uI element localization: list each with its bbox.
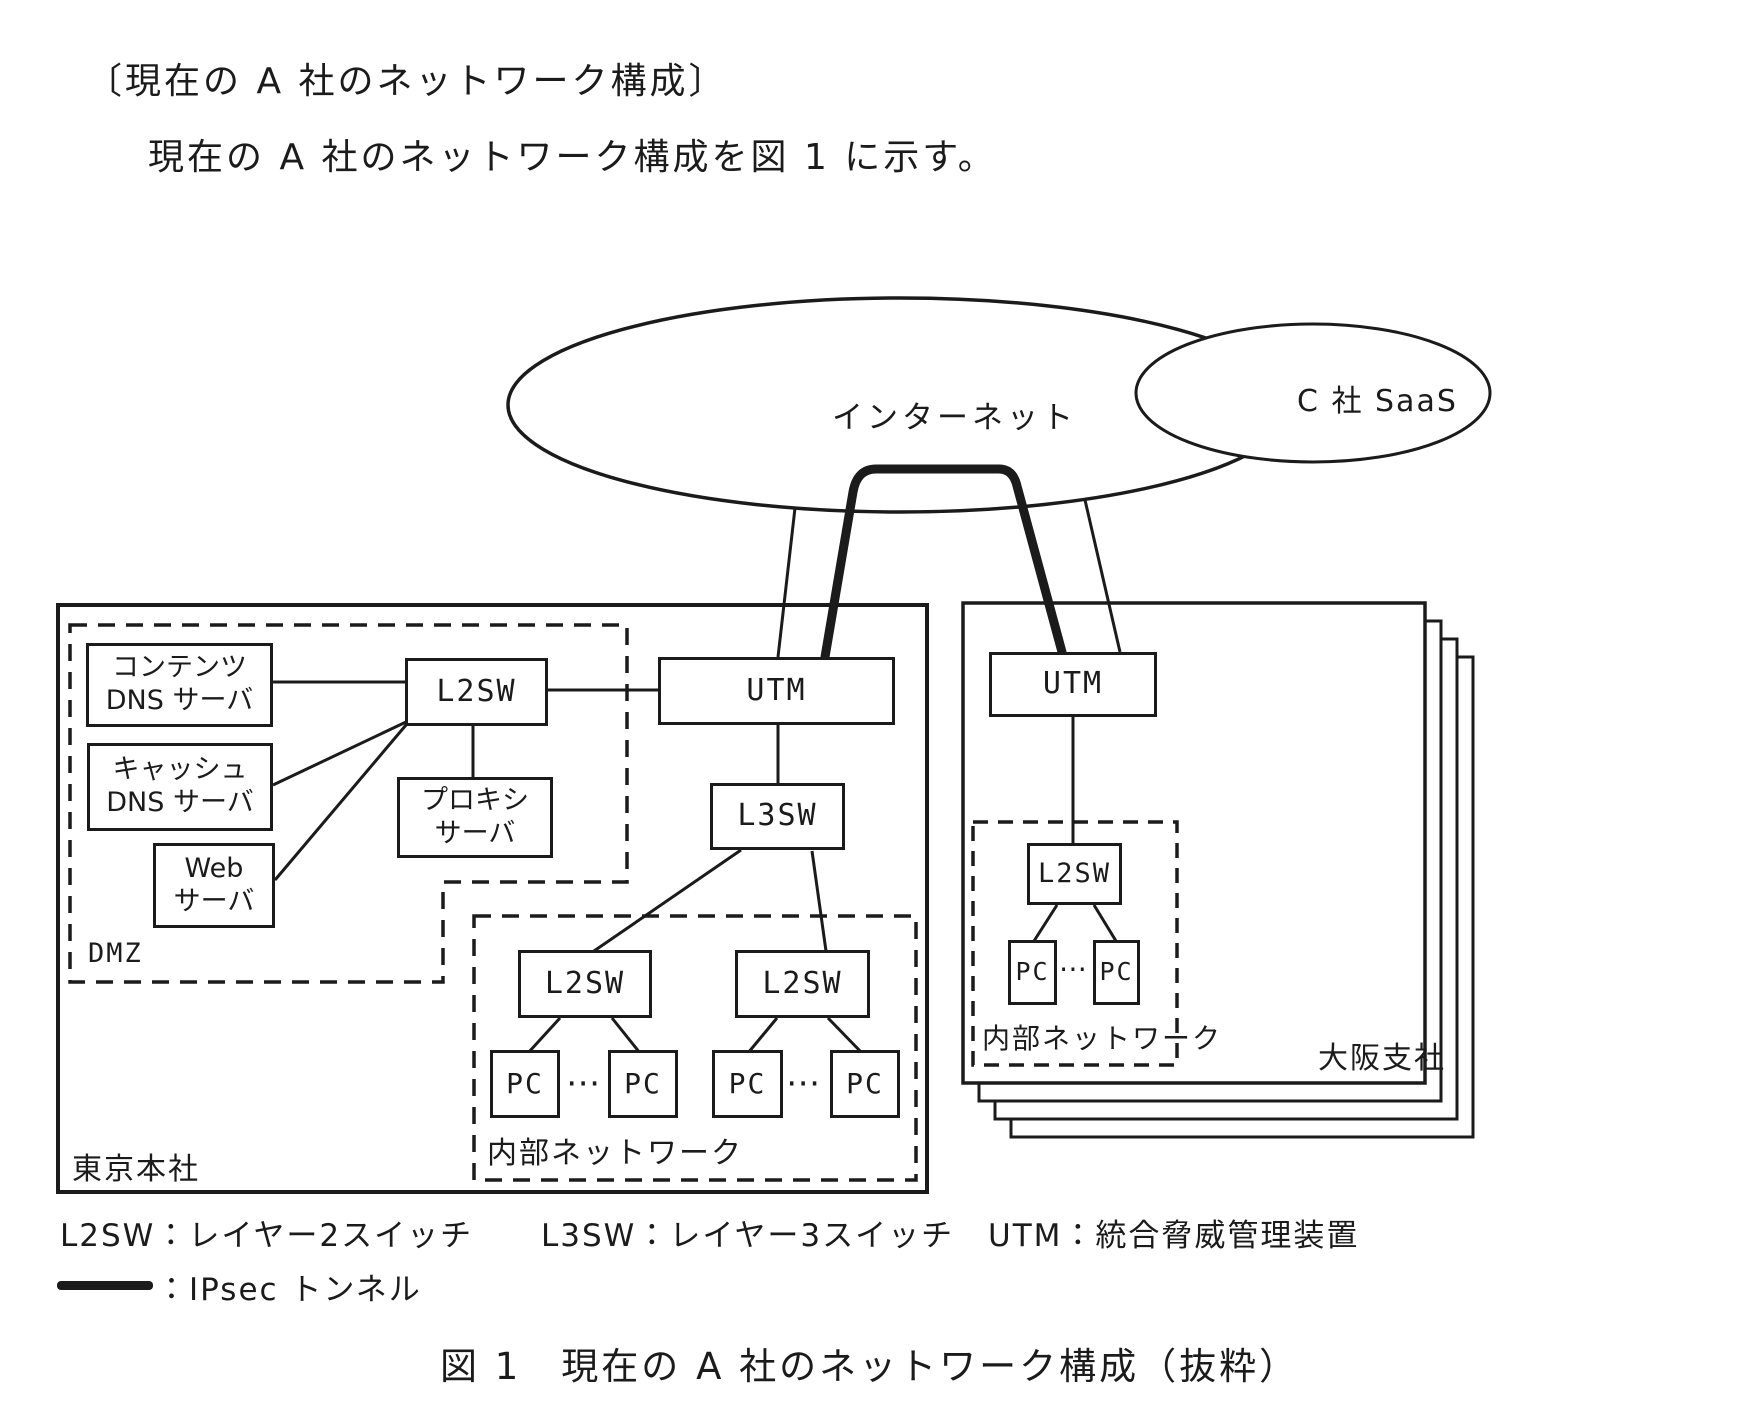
osaka-internet-link (1083, 499, 1122, 653)
tokyo-internal-network-label: 内部ネットワーク (487, 1136, 743, 1171)
dmz-zone-label: DMZ (88, 938, 143, 969)
tokyo-l3sw-node: L3SW (710, 783, 845, 850)
osaka-pc-ellipsis: ⋯ (1059, 952, 1088, 985)
tokyo-pc-4-node: PC (830, 1050, 900, 1118)
figure-caption: 図 1 現在の A 社のネットワーク構成（抜粋） (440, 1345, 1300, 1388)
osaka-l2sw-node: L2SW (1027, 843, 1122, 905)
section-heading: 〔現在の A 社のネットワーク構成〕 (86, 61, 728, 102)
dmz-l2sw-node: L2SW (405, 658, 548, 726)
ipsec-tunnel-line (820, 464, 1067, 662)
ipsec-tunnel-swatch (57, 1281, 153, 1290)
tokyo-internet-link (776, 507, 797, 658)
tokyo-pc-ellipsis-right: ⋯ (786, 1063, 821, 1103)
tokyo-pc-2-node: PC (608, 1050, 678, 1118)
intro-sentence: 現在の A 社のネットワーク構成を図 1 に示す。 (148, 137, 997, 178)
web-server-node: Web サーバ (153, 843, 275, 928)
osaka-utm-node: UTM (989, 652, 1157, 717)
osaka-pc-1-node: PC (1008, 940, 1057, 1005)
osaka-site-label: 大阪支社 (1318, 1041, 1446, 1076)
osaka-internal-network-label: 内部ネットワーク (982, 1022, 1223, 1055)
tokyo-site-label: 東京本社 (72, 1152, 200, 1187)
tokyo-internal-dashed-box (472, 914, 918, 1182)
tokyo-pc-1-node: PC (490, 1050, 560, 1118)
tokyo-internal-l2sw-left-node: L2SW (518, 950, 652, 1018)
tokyo-utm-node: UTM (658, 657, 895, 725)
legend-utm: UTM：統合脅威管理装置 (988, 1218, 1360, 1254)
tokyo-pc-ellipsis-left: ⋯ (566, 1063, 601, 1103)
internet-label: インターネット (832, 400, 1077, 436)
content-dns-server-node: コンテンツ DNS サーバ (86, 643, 273, 727)
saas-ellipse (1134, 322, 1492, 464)
legend-ipsec: ：IPsec トンネル (156, 1272, 422, 1308)
osaka-internal-dashed-box (971, 820, 1179, 1067)
osaka-pc-2-node: PC (1093, 940, 1140, 1005)
lan-links (272, 680, 1118, 1055)
proxy-server-node: プロキシ サーバ (397, 777, 553, 858)
legend-l2sw: L2SW：レイヤー2スイッチ (60, 1218, 474, 1254)
tokyo-internal-l2sw-right-node: L2SW (735, 950, 870, 1018)
legend-l3sw: L3SW：レイヤー3スイッチ (541, 1218, 955, 1254)
saas-label: C 社 SaaS (1297, 384, 1458, 419)
dmz-dashed-boundary (68, 623, 629, 984)
tokyo-pc-3-node: PC (712, 1050, 783, 1118)
cache-dns-server-node: キャッシュ DNS サーバ (87, 743, 273, 831)
